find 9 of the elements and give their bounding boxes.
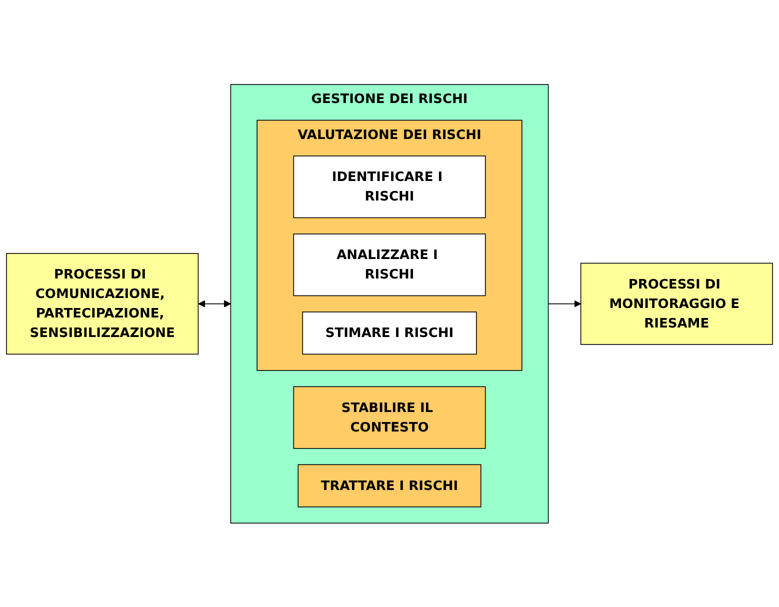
node-box: STABILIRE IL CONTESTO	[293, 386, 486, 448]
node-box: STIMARE I RISCHI	[302, 311, 477, 354]
node-box: IDENTIFICARE I RISCHI	[293, 155, 486, 218]
arrow	[198, 300, 232, 308]
node-box: PROCESSI DI COMUNICAZIONE, PARTECIPAZIONE, SENSIBILIZZAZIONE	[6, 252, 199, 354]
node-box: ANALIZZARE I RISCHI	[293, 233, 486, 296]
arrow	[548, 300, 582, 308]
node-box: PROCESSI DI MONITORAGGIO E RIESAME	[580, 262, 773, 344]
node-box: TRATTARE I RISCHI	[298, 464, 482, 507]
